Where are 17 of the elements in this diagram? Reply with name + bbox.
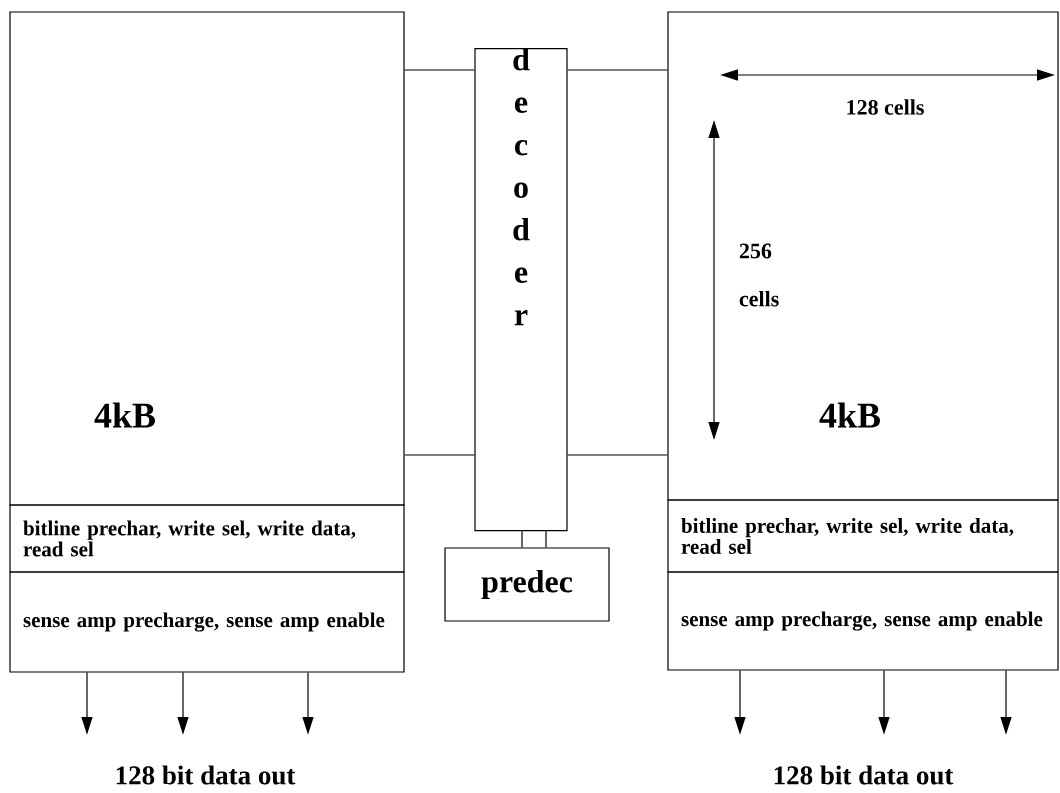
connector-line bbox=[567, 69, 668, 71]
predecoder-box: predec bbox=[444, 547, 610, 622]
connector-line bbox=[545, 530, 547, 548]
circuit-row: bitline prechar, write sel, write data, read sel bbox=[9, 504, 405, 573]
connector-line bbox=[521, 530, 523, 548]
decoder-box: d e c o d e r bbox=[474, 47, 568, 532]
output-label: 128 bit data out bbox=[774, 765, 954, 785]
connector-line bbox=[567, 454, 668, 456]
circuit-row: sense amp precharge, sense amp enable bbox=[667, 571, 1059, 671]
dimension-label: 256 cells bbox=[739, 243, 779, 307]
circuit-row: sense amp precharge, sense amp enable bbox=[9, 571, 405, 673]
memory-array: 4kB bbox=[9, 11, 405, 506]
circuit-row: bitline prechar, write sel, write data, read sel bbox=[667, 499, 1059, 573]
connector-line bbox=[404, 69, 475, 71]
connector-line bbox=[404, 454, 475, 456]
dimension-label: 128 cells bbox=[847, 99, 924, 115]
output-label: 128 bit data out bbox=[116, 765, 296, 785]
